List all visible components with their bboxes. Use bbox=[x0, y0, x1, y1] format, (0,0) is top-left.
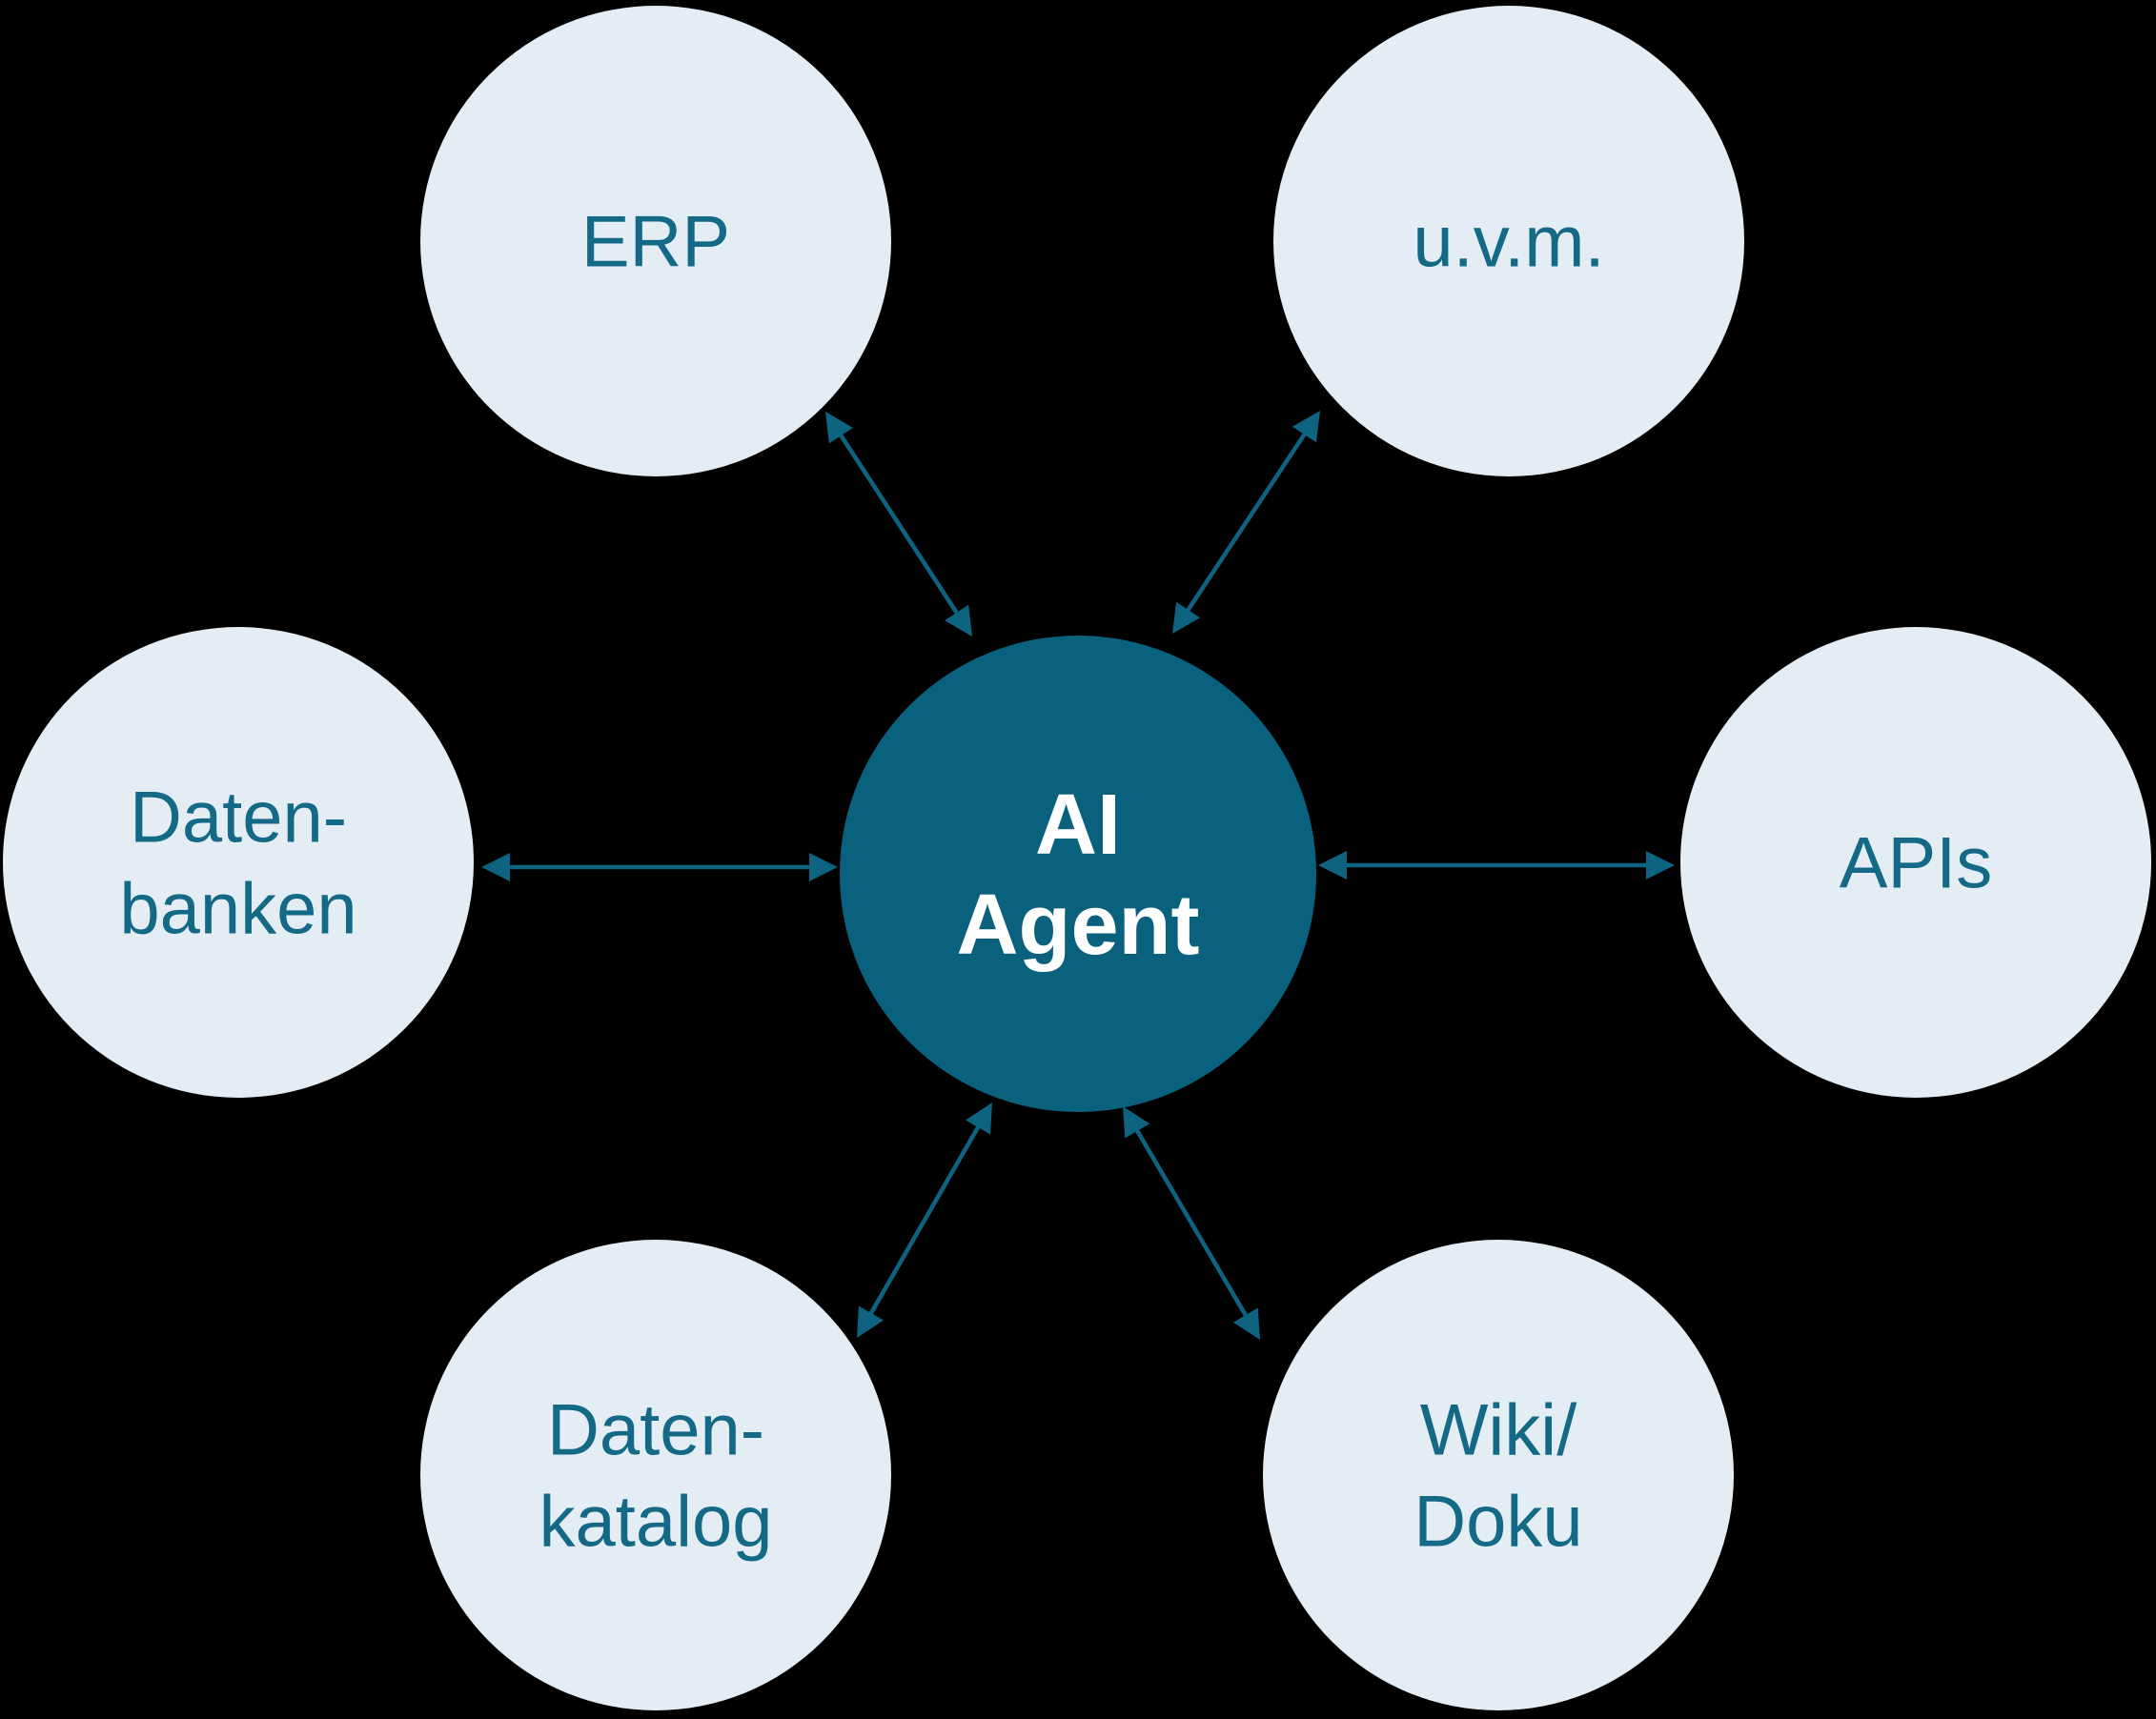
arrowhead-outer-datenbanken bbox=[481, 853, 510, 881]
node-datenbanken: Daten-banken bbox=[3, 627, 474, 1098]
arrowhead-center-wikidoku bbox=[1123, 1106, 1150, 1139]
node-wikidoku: Wiki/Doku bbox=[1263, 1240, 1734, 1710]
arrowhead-outer-uvm bbox=[1292, 411, 1320, 443]
node-label-uvm: u.v.m. bbox=[1413, 202, 1604, 283]
arrow-shaft-uvm bbox=[1183, 428, 1310, 617]
arrowhead-outer-wikidoku bbox=[1232, 1307, 1260, 1340]
node-uvm: u.v.m. bbox=[1273, 6, 1744, 476]
node-label-wikidoku: Wiki/Doku bbox=[1414, 1390, 1582, 1563]
node-erp: ERP bbox=[420, 6, 891, 476]
arrowhead-center-erp bbox=[945, 604, 972, 637]
node-circle-erp bbox=[420, 6, 891, 476]
arrowhead-outer-erp bbox=[825, 412, 853, 444]
arrow-uvm bbox=[1172, 411, 1320, 634]
arrow-apis bbox=[1318, 851, 1675, 880]
node-label-datenkatalog: Daten-katalog bbox=[539, 1390, 772, 1563]
node-datenkatalog: Daten-katalog bbox=[420, 1240, 891, 1710]
node-circle-datenkatalog bbox=[420, 1240, 891, 1710]
node-circle-datenbanken bbox=[3, 627, 474, 1098]
node-circle-ai-agent bbox=[840, 636, 1316, 1112]
node-circle-apis bbox=[1680, 627, 2151, 1098]
arrowhead-center-datenkatalog bbox=[966, 1102, 992, 1135]
node-circle-wikidoku bbox=[1263, 1240, 1734, 1710]
arrow-erp bbox=[825, 412, 972, 637]
arrow-wikidoku bbox=[1123, 1106, 1260, 1340]
arrow-datenkatalog bbox=[857, 1102, 992, 1338]
arrow-datenbanken bbox=[481, 853, 838, 881]
node-label-datenbanken: Daten-banken bbox=[119, 778, 356, 950]
arrowhead-center-apis bbox=[1318, 851, 1347, 880]
arrowhead-center-datenbanken bbox=[809, 853, 838, 881]
node-circle-uvm bbox=[1273, 6, 1744, 476]
node-label-erp: ERP bbox=[581, 202, 730, 283]
arrowhead-center-uvm bbox=[1172, 601, 1201, 634]
arrowhead-outer-datenkatalog bbox=[857, 1305, 884, 1338]
arrowhead-outer-apis bbox=[1646, 851, 1675, 880]
arrow-shaft-erp bbox=[836, 429, 962, 619]
arrow-shaft-wikidoku bbox=[1132, 1124, 1251, 1322]
node-apis: APIs bbox=[1680, 627, 2151, 1098]
node-label-apis: APIs bbox=[1840, 823, 1993, 904]
arrow-shaft-datenkatalog bbox=[866, 1121, 983, 1320]
